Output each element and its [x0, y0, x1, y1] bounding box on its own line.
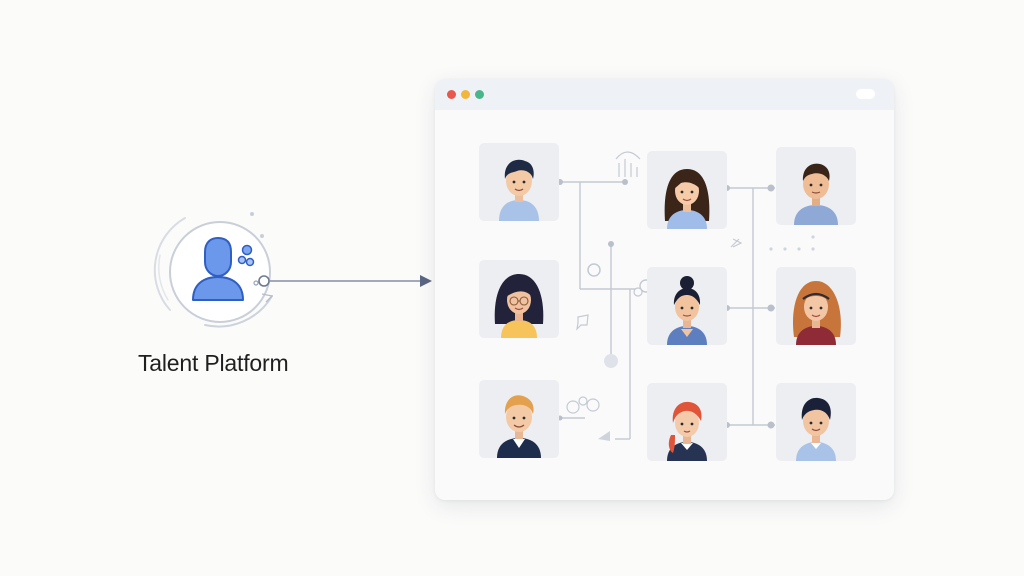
candidate-card-2[interactable] [647, 151, 727, 229]
candidate-avatar-8 [667, 401, 707, 461]
candidate-avatar-3 [794, 163, 838, 225]
candidate-card-6[interactable] [776, 267, 856, 345]
candidate-avatar-6 [792, 281, 841, 345]
window-control-pill[interactable] [856, 89, 875, 99]
candidate-card-8[interactable] [647, 383, 727, 461]
candidate-card-4[interactable] [479, 260, 559, 338]
talent-window [435, 79, 894, 500]
candidate-card-5[interactable] [647, 267, 727, 345]
candidate-avatar-9 [796, 397, 836, 461]
candidate-avatar-7 [497, 395, 541, 458]
orbit-arc-outer-2 [158, 254, 169, 301]
candidate-card-7[interactable] [479, 380, 559, 458]
candidate-card-9[interactable] [776, 383, 856, 461]
orbit-arc-bottom [204, 295, 273, 328]
arrow-start-node [258, 275, 270, 287]
maximize-dot-icon[interactable] [475, 90, 484, 99]
platform-icon-group [153, 212, 274, 328]
platform-title: Talent Platform [138, 350, 289, 376]
candidate-avatar-4 [494, 274, 544, 338]
candidate-avatar-1 [499, 159, 539, 221]
candidate-avatar-5 [667, 276, 707, 345]
candidate-card-1[interactable] [479, 143, 559, 221]
candidate-avatar-2 [664, 169, 710, 229]
window-titlebar [435, 79, 894, 110]
person-network-icon [192, 236, 255, 301]
minimize-dot-icon[interactable] [461, 90, 470, 99]
orbit-arc-outer [153, 217, 186, 311]
close-dot-icon[interactable] [447, 90, 456, 99]
candidate-card-3[interactable] [776, 147, 856, 225]
